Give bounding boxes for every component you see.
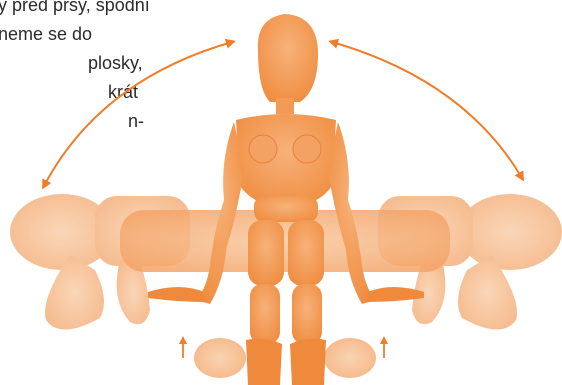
curved-double-arrow-icon (332, 42, 522, 178)
curved-double-arrow-icon (44, 42, 232, 186)
central-sitting-figure (148, 14, 424, 385)
bottom-ghost-feet (194, 338, 376, 378)
